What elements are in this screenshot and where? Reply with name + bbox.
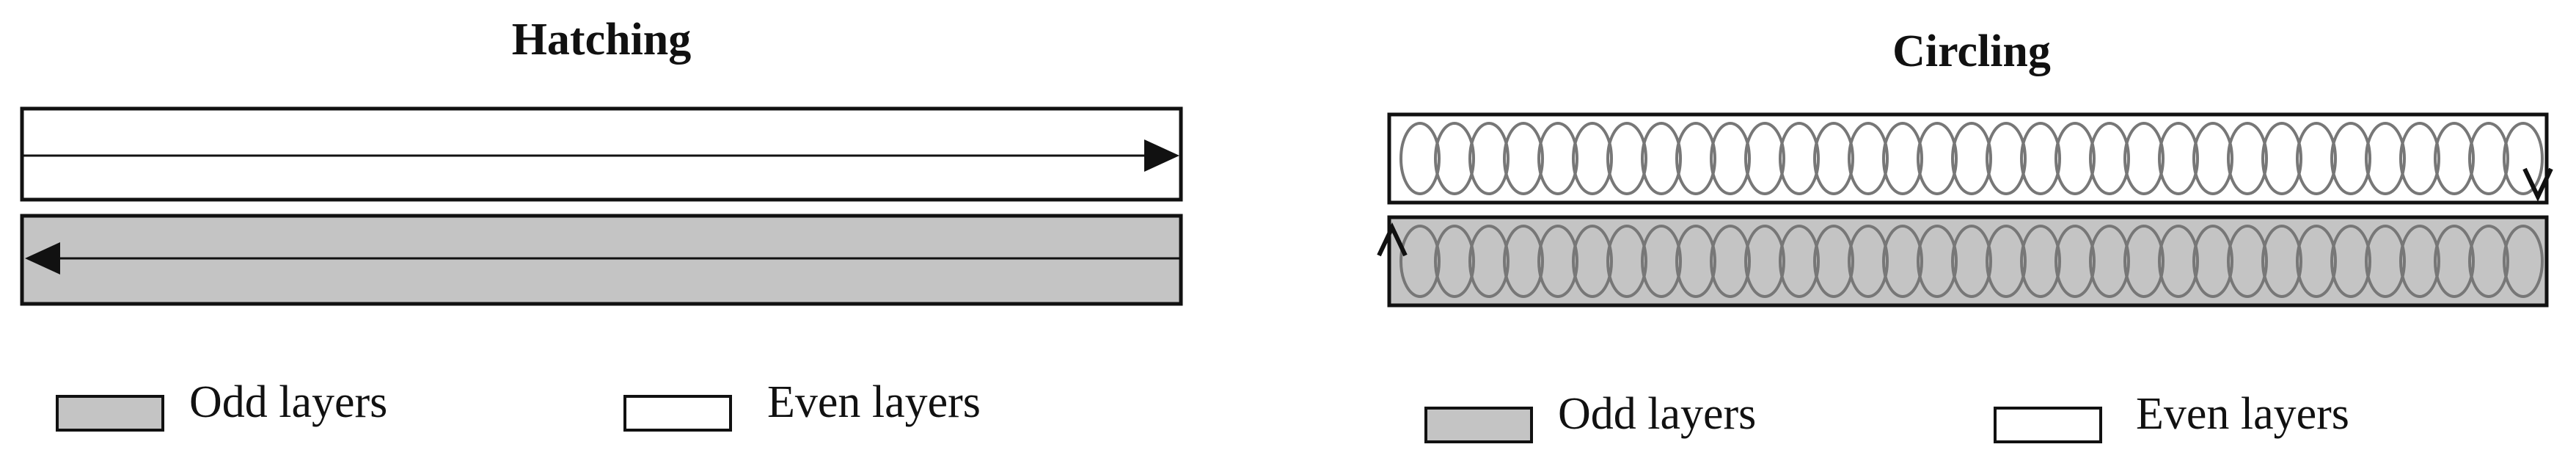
scan-loop bbox=[2365, 122, 2406, 195]
scan-loop bbox=[1986, 225, 2027, 298]
scan-loop bbox=[1779, 122, 1820, 195]
scan-loop bbox=[2399, 122, 2440, 195]
scan-loop bbox=[2089, 122, 2130, 195]
scan-loop bbox=[1986, 122, 2027, 195]
circling-panel: Circling Odd layers Even layers bbox=[1377, 26, 2553, 443]
hatching-legend: Odd layers Even layers bbox=[56, 377, 981, 432]
legend-even-label: Even layers bbox=[2136, 389, 2349, 439]
legend-odd-swatch bbox=[56, 395, 164, 432]
scan-loop bbox=[1641, 122, 1682, 195]
scan-loop bbox=[1744, 122, 1785, 195]
scan-loop bbox=[1468, 122, 1510, 195]
scan-loop bbox=[2089, 225, 2130, 298]
scan-loop bbox=[2054, 122, 2096, 195]
scan-loop bbox=[1848, 122, 1889, 195]
circling-odd-loops bbox=[1399, 225, 2544, 298]
scan-loop bbox=[1813, 225, 1854, 298]
scan-loop bbox=[2020, 225, 2061, 298]
scan-loop bbox=[1468, 225, 1510, 298]
scan-loop bbox=[1606, 122, 1647, 195]
legend-odd-label: Odd layers bbox=[1558, 389, 1756, 439]
arrow-right-icon bbox=[1144, 139, 1179, 172]
scan-loop bbox=[1917, 225, 1958, 298]
scan-loop bbox=[2261, 225, 2302, 298]
scan-loop bbox=[1537, 122, 1578, 195]
scan-loop bbox=[1951, 225, 1992, 298]
scan-loop bbox=[2434, 122, 2475, 195]
legend-even-label: Even layers bbox=[767, 377, 981, 427]
scan-loop bbox=[2227, 225, 2268, 298]
scan-loop bbox=[1710, 122, 1751, 195]
scan-loop bbox=[2399, 225, 2440, 298]
scan-loop bbox=[1606, 225, 1647, 298]
scan-loop bbox=[2365, 225, 2406, 298]
scan-loop bbox=[1882, 225, 1923, 298]
scan-loop bbox=[1503, 225, 1544, 298]
scan-loop bbox=[2468, 122, 2509, 195]
scan-loop bbox=[1641, 225, 1682, 298]
scan-loop bbox=[2054, 225, 2096, 298]
arrow-left-icon bbox=[25, 242, 60, 275]
scan-loop bbox=[2227, 122, 2268, 195]
hatching-title: Hatching bbox=[512, 15, 692, 65]
scan-loop bbox=[2123, 225, 2165, 298]
scan-loop bbox=[2158, 122, 2199, 195]
legend-odd-label: Odd layers bbox=[189, 377, 387, 427]
scan-loop bbox=[1572, 225, 1613, 298]
scan-loop bbox=[1572, 122, 1613, 195]
arrow-down-icon bbox=[2522, 167, 2553, 203]
circling-title: Circling bbox=[1892, 26, 2051, 76]
scan-loop bbox=[1434, 122, 1475, 195]
scan-loop bbox=[2434, 225, 2475, 298]
scan-loop bbox=[2330, 122, 2371, 195]
scan-loop bbox=[2192, 225, 2233, 298]
scan-loop bbox=[2330, 225, 2371, 298]
scan-loop bbox=[1744, 225, 1785, 298]
legend-even-swatch bbox=[623, 395, 732, 432]
circling-odd-layer bbox=[1387, 215, 2549, 308]
scan-loop bbox=[1848, 225, 1889, 298]
scan-loop bbox=[2261, 122, 2302, 195]
scan-loop bbox=[2503, 225, 2544, 298]
scan-loop bbox=[2158, 225, 2199, 298]
circling-even-loops bbox=[1399, 122, 2544, 195]
scan-loop bbox=[1710, 225, 1751, 298]
scan-loop bbox=[2020, 122, 2061, 195]
hatching-odd-layer bbox=[20, 214, 1183, 306]
scan-loop bbox=[1882, 122, 1923, 195]
hatching-panel: Hatching Odd layers Even layers bbox=[20, 15, 1183, 432]
circling-legend: Odd layers Even layers bbox=[1424, 389, 2349, 443]
scan-loop bbox=[1399, 122, 1441, 195]
scan-loop bbox=[2296, 122, 2337, 195]
legend-odd-swatch bbox=[1424, 407, 1533, 443]
scan-loop bbox=[1813, 122, 1854, 195]
arrow-up-icon bbox=[1377, 222, 1408, 257]
scan-loop bbox=[1399, 225, 1441, 298]
scan-loop bbox=[1537, 225, 1578, 298]
scan-loop bbox=[2503, 122, 2544, 195]
hatching-even-layer bbox=[20, 106, 1183, 202]
scan-loop bbox=[1503, 122, 1544, 195]
scan-loop bbox=[2192, 122, 2233, 195]
scan-loop bbox=[1951, 122, 1992, 195]
scan-loop bbox=[2468, 225, 2509, 298]
circling-even-layer bbox=[1387, 112, 2549, 205]
scan-loop bbox=[2123, 122, 2165, 195]
scan-loop bbox=[1675, 225, 1716, 298]
scan-loop bbox=[1675, 122, 1716, 195]
scan-loop bbox=[1434, 225, 1475, 298]
legend-even-swatch bbox=[1994, 407, 2102, 443]
scan-loop bbox=[2296, 225, 2337, 298]
scan-loop bbox=[1917, 122, 1958, 195]
scan-loop bbox=[1779, 225, 1820, 298]
